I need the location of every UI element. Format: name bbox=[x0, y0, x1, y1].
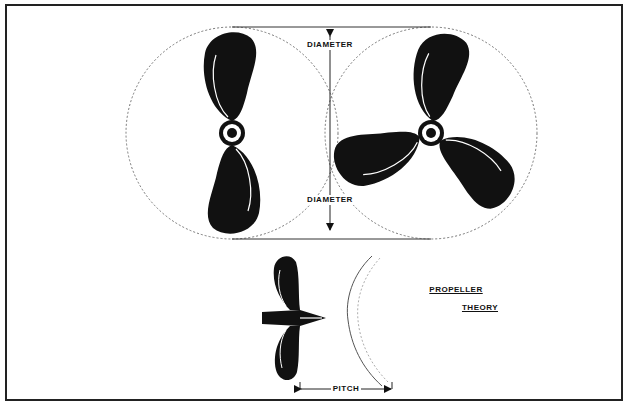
title-label: PROPELLER bbox=[427, 285, 484, 295]
dimension-label: DIAMETER bbox=[305, 195, 355, 205]
pitch-tick bbox=[300, 382, 301, 389]
helix-arc bbox=[358, 258, 388, 382]
dimension-label: DIAMETER bbox=[305, 40, 355, 50]
helix-arc bbox=[347, 256, 382, 386]
dimension-label: PITCH bbox=[331, 384, 362, 394]
three-blade-circle bbox=[325, 27, 537, 239]
tangent-line bbox=[232, 239, 431, 240]
title-label: THEORY bbox=[460, 303, 500, 313]
pitch-tick bbox=[392, 382, 393, 389]
tangent-line bbox=[232, 27, 431, 28]
three-blade-propeller bbox=[328, 29, 526, 216]
two-blade-propeller bbox=[204, 32, 261, 233]
side-view-propeller bbox=[262, 256, 326, 380]
frame-border bbox=[6, 5, 622, 400]
two-blade-circle bbox=[126, 27, 338, 239]
